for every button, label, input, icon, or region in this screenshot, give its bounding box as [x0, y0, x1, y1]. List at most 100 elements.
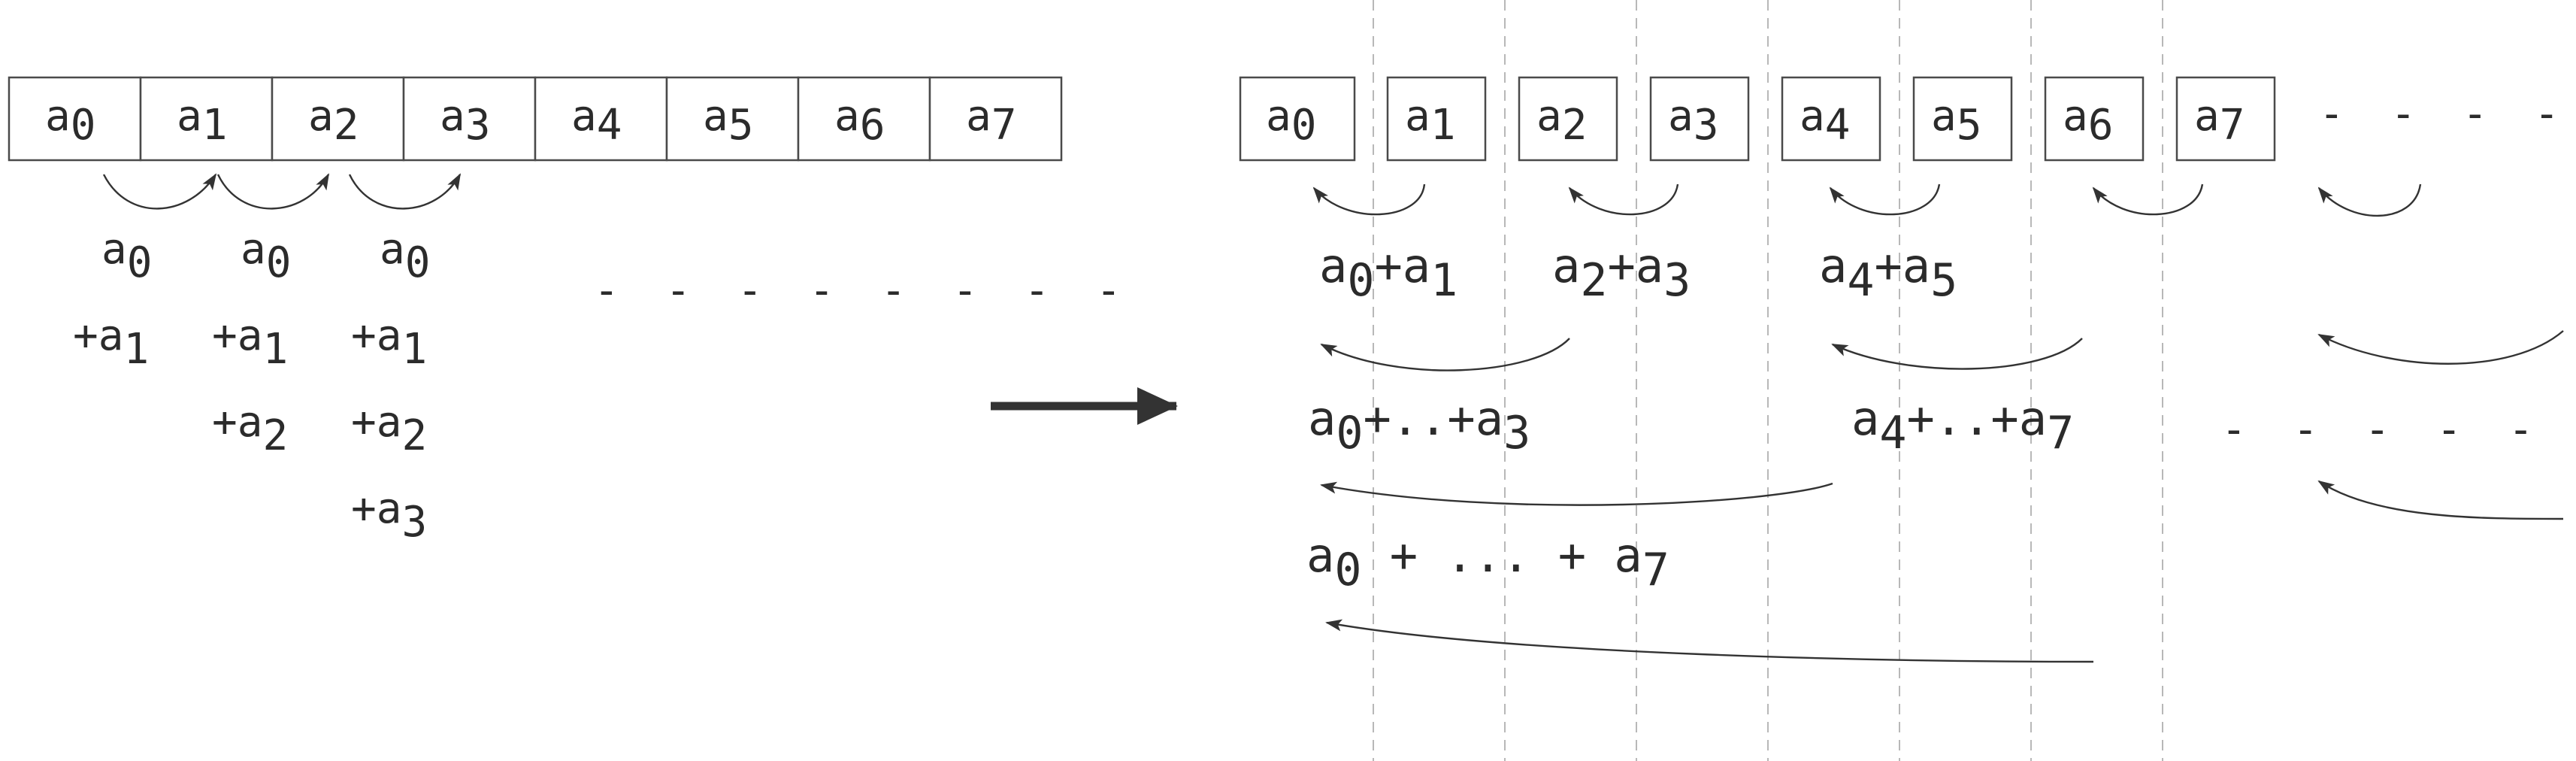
array-cell-label-subscript: 5: [728, 101, 754, 150]
parallel-box-label: a2: [1536, 92, 1587, 150]
term-base: +a: [212, 398, 262, 447]
expr-text: + ... + a: [1361, 528, 1642, 583]
parallel-box-label-base: a: [2194, 92, 2220, 141]
parallel-box: [1518, 76, 1618, 162]
column-dividers: [1373, 0, 2163, 761]
array-cell-label-subscript: 0: [71, 101, 96, 150]
running-sum-term: a0: [241, 225, 291, 287]
term-subscript: 0: [127, 238, 153, 287]
array-cell: [271, 76, 405, 162]
expr-text: +..+a: [1363, 391, 1503, 446]
array-cell-label: a2: [308, 92, 359, 150]
running-sum-term: a0: [380, 225, 430, 287]
expr-text: +a: [1374, 238, 1430, 293]
term-base: +a: [73, 311, 123, 360]
array-cell-label-base: a: [834, 92, 860, 141]
term-subscript: 3: [401, 498, 427, 547]
term-subscript: 0: [405, 238, 431, 287]
array-cell-label-base: a: [45, 92, 71, 141]
expr-subscript: 0: [1334, 544, 1361, 596]
array-cell-label: a6: [834, 92, 885, 150]
reduce-arrow: [1568, 183, 1679, 216]
parallel-box-label-base: a: [1931, 92, 1957, 141]
expr-text: +a: [1874, 238, 1930, 293]
expr-subscript: 1: [1430, 254, 1458, 307]
term-subscript: 1: [123, 325, 149, 374]
term-base: +a: [351, 398, 401, 447]
expr-subscript: 5: [1930, 254, 1957, 307]
array-cell: [8, 76, 142, 162]
parallel-box-label-base: a: [1536, 92, 1562, 141]
reduce-arrow: [2317, 480, 2564, 520]
expr-subscript: 4: [1879, 407, 1906, 459]
expr-text: a: [1306, 528, 1334, 583]
parallel-box-label-subscript: 6: [2088, 101, 2114, 150]
array-cell: [665, 76, 800, 162]
term-base: +a: [351, 311, 401, 360]
parallel-box: [2175, 76, 2276, 162]
reduce-arrow: [2092, 183, 2204, 216]
array-cell-label: a3: [440, 92, 490, 150]
expr-text: a: [1819, 238, 1847, 293]
level2-sum: a4+..+a7: [1851, 391, 2074, 459]
expr-text: a: [1552, 238, 1580, 293]
sequential-arrows: [102, 173, 462, 210]
reduce-arrow: [1325, 619, 2094, 663]
expr-subscript: 2: [1580, 254, 1607, 307]
parallel-box: [2044, 76, 2145, 162]
reduction-arrows: [1312, 183, 2564, 663]
scan-arrow: [102, 173, 217, 210]
level3-sum-group: a0 + ... + a7: [1306, 528, 1669, 596]
term-base: +a: [212, 311, 262, 360]
level2-sums: a0+..+a3 a4+..+a7 - - - - -: [1308, 391, 2533, 459]
array-cell-label-base: a: [966, 92, 991, 141]
parallel-box-label-subscript: 3: [1694, 101, 1719, 150]
level3-sum: a0 + ... + a7: [1306, 528, 1669, 596]
array-cell: [402, 76, 537, 162]
expr-subscript: 3: [1503, 407, 1530, 459]
level1-sum: a4+a5: [1819, 238, 1957, 307]
reduce-arrow: [1831, 338, 2083, 370]
parallel-box-label-subscript: 4: [1825, 101, 1851, 150]
running-sum-term: +a2: [351, 398, 427, 460]
running-sum-term: +a3: [351, 484, 427, 547]
array-cell: [139, 76, 274, 162]
array-cell-label-base: a: [308, 92, 334, 141]
term-base: +a: [351, 484, 401, 533]
array-cell-label-base: a: [571, 92, 597, 141]
running-sum-term: +a1: [212, 311, 288, 374]
expr-subscript: 3: [1663, 254, 1691, 307]
parallel-box-label-base: a: [1266, 92, 1291, 141]
running-sum-term: +a1: [351, 311, 427, 374]
array-cell-label: a4: [571, 92, 622, 150]
left-continuation-dashes: - - - - - - - -: [594, 266, 1132, 315]
expr-text: +..+a: [1906, 391, 2047, 446]
expr-text: a: [1851, 391, 1879, 446]
level1-sums: a0+a1 a2+a3 a4+a5: [1319, 238, 1957, 307]
parallel-box-label-base: a: [1668, 92, 1694, 141]
reduce-arrow: [2317, 183, 2422, 217]
reduce-arrow: [1829, 183, 1941, 216]
scan-arrow: [348, 173, 462, 210]
array-cell-label-subscript: 3: [465, 101, 491, 150]
running-sum-term: a0: [101, 225, 152, 287]
parallel-box-label-subscript: 5: [1957, 101, 1982, 150]
array-cell-label-subscript: 4: [597, 101, 622, 150]
parallel-box-label-base: a: [1405, 92, 1430, 141]
parallel-box-label: a5: [1931, 92, 1981, 150]
term-base: a: [101, 225, 127, 274]
parallel-box-label: a1: [1405, 92, 1455, 150]
parallel-box-label-subscript: 2: [1562, 101, 1588, 150]
running-sum-term: +a1: [73, 311, 149, 374]
expr-subscript: 7: [2047, 407, 2074, 459]
array-cell-label-subscript: 1: [202, 101, 228, 150]
array-cell: [534, 76, 668, 162]
parallel-box-label-base: a: [2063, 92, 2088, 141]
level1-sum: a2+a3: [1552, 238, 1691, 307]
level2-sum: a0+..+a3: [1308, 391, 1530, 459]
array-cell-label: a1: [177, 92, 227, 150]
array-cell-label: a5: [703, 92, 753, 150]
